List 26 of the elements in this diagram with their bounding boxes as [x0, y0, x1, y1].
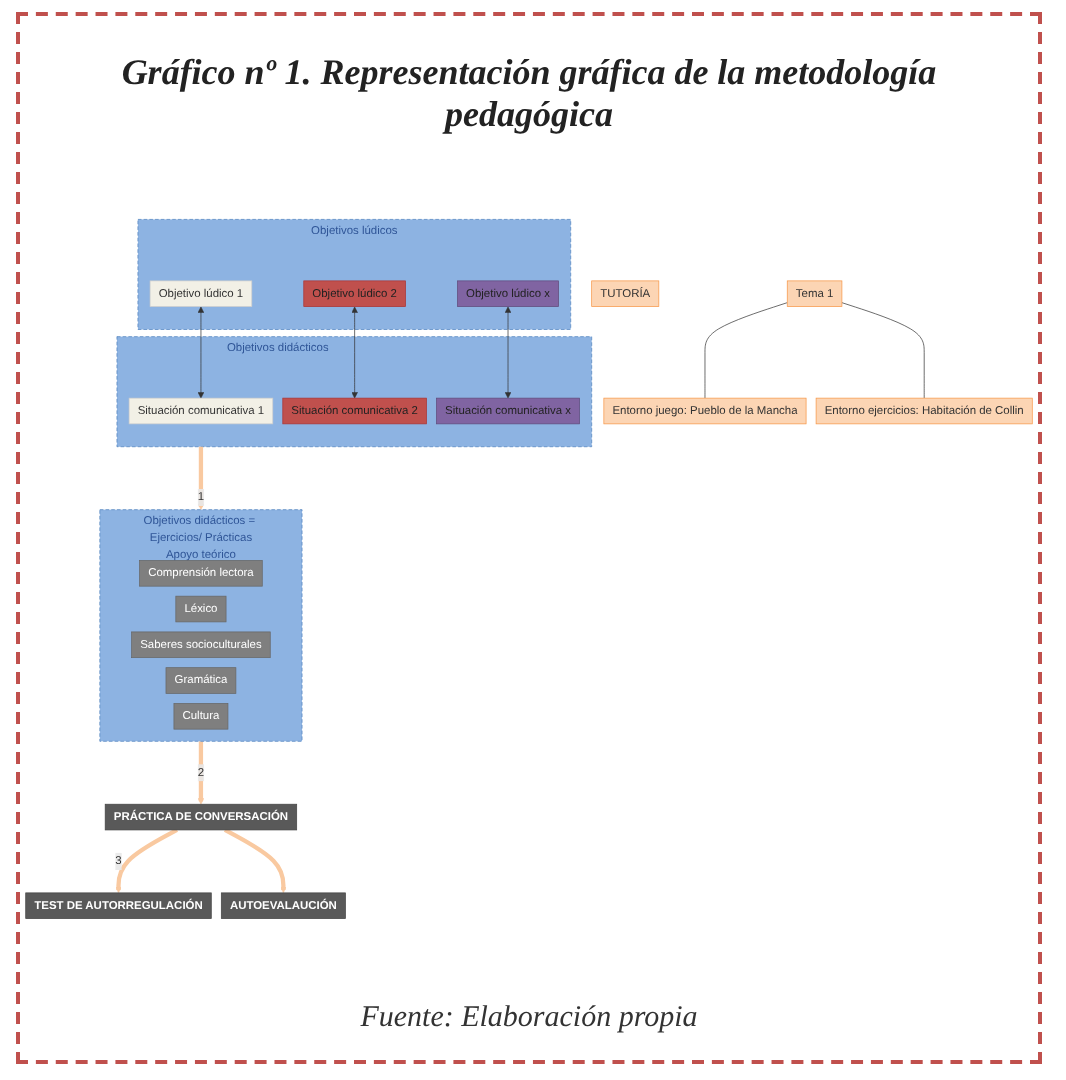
node-box [25, 892, 212, 919]
node-box [786, 280, 843, 307]
node-box [303, 280, 406, 307]
arrow [197, 446, 205, 510]
connector [704, 302, 788, 399]
node-box [139, 560, 263, 587]
arrow [223, 828, 287, 894]
diagram-title: Gráfico nº 1. Representación gráfica de la metodología pedagógica [119, 52, 939, 136]
node-box [436, 397, 580, 425]
node-box [131, 631, 271, 658]
node-box [173, 703, 229, 730]
node-box [175, 595, 227, 623]
connector [841, 302, 925, 399]
node-box [815, 397, 1033, 425]
node-box [220, 892, 346, 919]
caption: Fuente: Elaboración propia [360, 1002, 698, 1036]
node-box [282, 397, 427, 425]
node-box [603, 397, 807, 425]
node-box [149, 280, 253, 307]
node-box [104, 803, 298, 831]
arrow [115, 828, 179, 894]
node-box [128, 397, 274, 425]
arrow [197, 741, 205, 805]
node-box [591, 280, 660, 307]
node-box [165, 667, 237, 694]
node-box [457, 280, 559, 307]
